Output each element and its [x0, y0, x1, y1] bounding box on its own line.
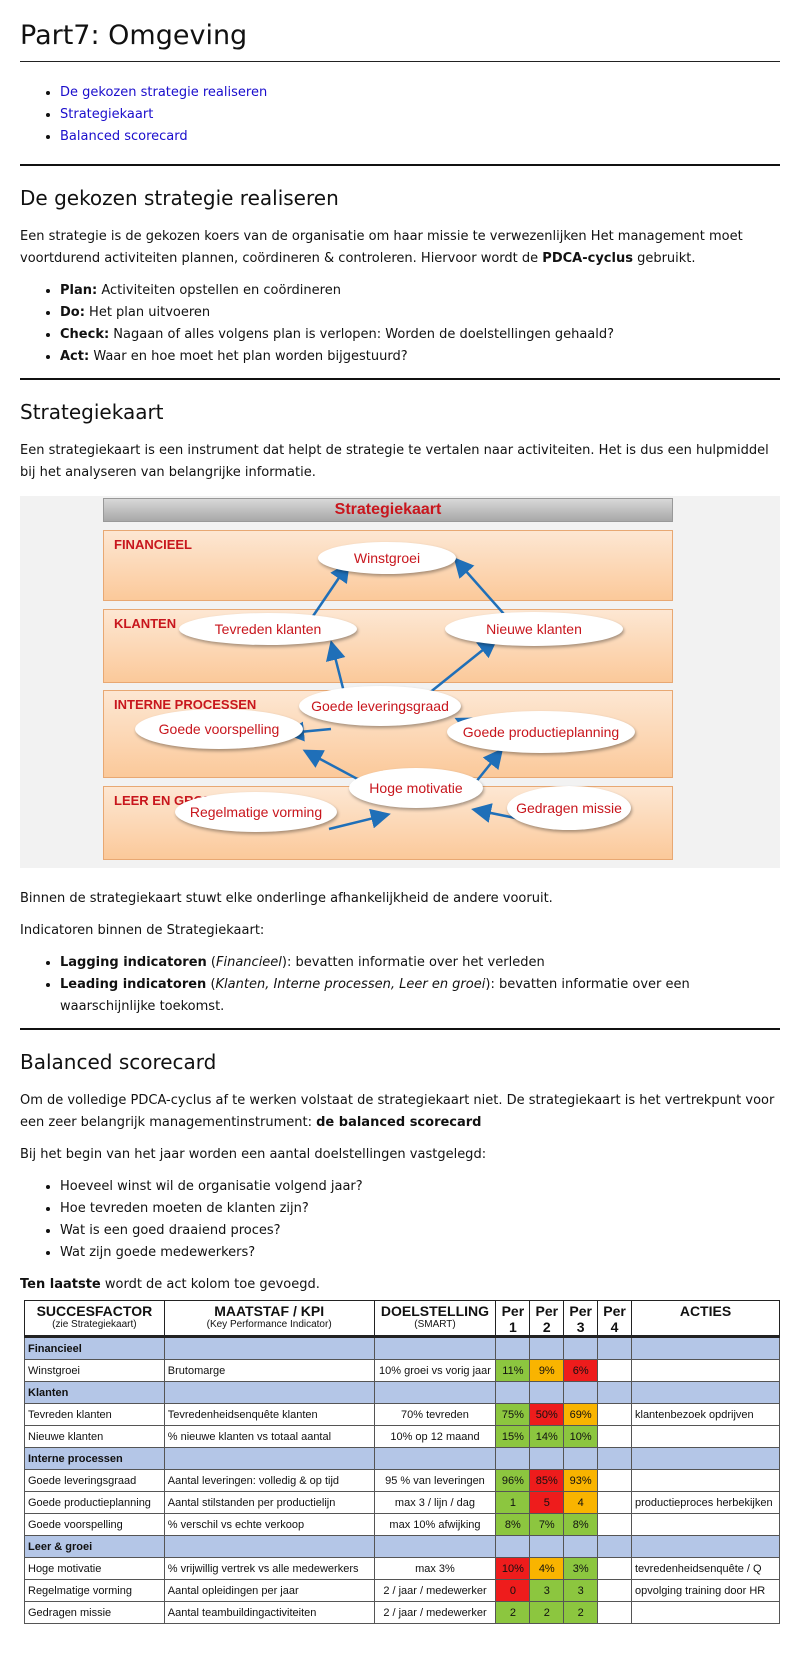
- section-heading-strategie: De gekozen strategie realiseren: [20, 186, 339, 210]
- paragraph: Om de volledige PDCA-cyclus af te werken…: [20, 1093, 775, 1130]
- toc-item: De gekozen strategie realiseren: [60, 82, 780, 104]
- pdca-list: Plan: Activiteiten opstellen en coördine…: [20, 280, 780, 368]
- toc-link-strategiekaart[interactable]: Strategiekaart: [60, 107, 154, 122]
- node-nieuwe-klanten: Nieuwe klanten: [445, 612, 623, 646]
- section-divider: [20, 1028, 780, 1030]
- table-row: Hoge motivatie% vrijwillig vertrek vs al…: [24, 1557, 780, 1580]
- node-winstgroei: Winstgroei: [318, 542, 456, 574]
- category-row: Interne processen: [24, 1447, 780, 1470]
- section-divider: [20, 164, 780, 166]
- balanced-scorecard-table: SUCCESFACTOR(zie Strategiekaart) MAATSTA…: [24, 1300, 780, 1624]
- section-heading-strategiekaart: Strategiekaart: [20, 400, 164, 424]
- category-row: Leer & groei: [24, 1535, 780, 1558]
- toc-link-strategie-realiseren[interactable]: De gekozen strategie realiseren: [60, 85, 268, 100]
- node-goede-productieplanning: Goede productieplanning: [447, 711, 635, 753]
- strategiekaart-figure: Strategiekaart FINANCIEEL KLANTEN INTERN…: [20, 496, 780, 868]
- paragraph: Indicatoren binnen de Strategiekaart:: [20, 923, 265, 938]
- toc-link-balanced-scorecard[interactable]: Balanced scorecard: [60, 129, 188, 144]
- paragraph: Binnen de strategiekaart stuwt elke onde…: [20, 891, 553, 906]
- node-goede-leveringsgraad: Goede leveringsgraad: [299, 686, 461, 726]
- list-item: Do: Het plan uitvoeren: [60, 302, 780, 324]
- node-gedragen-missie: Gedragen missie: [507, 786, 631, 830]
- header-kpi: MAATSTAF / KPI(Key Performance Indicator…: [163, 1300, 375, 1337]
- paragraph: Bij het begin van het jaar worden een aa…: [20, 1147, 487, 1162]
- table-row: Goede voorspelling% verschil vs echte ve…: [24, 1513, 780, 1536]
- indicator-list: Lagging indicatoren (Financieel): bevatt…: [20, 952, 780, 1018]
- paragraph: Een strategiekaart is een instrument dat…: [20, 443, 769, 480]
- list-item: Leading indicatoren (Klanten, Interne pr…: [60, 974, 780, 1018]
- paragraph: Een strategie is de gekozen koers van de…: [20, 229, 743, 266]
- table-of-contents: De gekozen strategie realiseren Strategi…: [20, 82, 780, 148]
- node-goede-voorspelling: Goede voorspelling: [135, 709, 303, 749]
- list-item: Act: Waar en hoe moet het plan worden bi…: [60, 346, 780, 368]
- list-item: Hoe tevreden moeten de klanten zijn?: [60, 1198, 780, 1220]
- list-item: Check: Nagaan of alles volgens plan is v…: [60, 324, 780, 346]
- header-succesfactor: SUCCESFACTOR(zie Strategiekaart): [24, 1300, 165, 1337]
- section-divider: [20, 378, 780, 380]
- node-hoge-motivatie: Hoge motivatie: [349, 768, 483, 808]
- page-title: Part7: Omgeving: [20, 0, 780, 62]
- list-item: Hoeveel winst wil de organisatie volgend…: [60, 1176, 780, 1198]
- toc-item: Balanced scorecard: [60, 126, 780, 148]
- toc-item: Strategiekaart: [60, 104, 780, 126]
- list-item: Wat zijn goede medewerkers?: [60, 1242, 780, 1264]
- list-item: Wat is een goed draaiend proces?: [60, 1220, 780, 1242]
- header-doelstelling: DOELSTELLING(SMART): [373, 1300, 497, 1337]
- list-item: Plan: Activiteiten opstellen en coördine…: [60, 280, 780, 302]
- header-acties: ACTIES: [631, 1300, 780, 1337]
- node-regelmatige-vorming: Regelmatige vorming: [175, 792, 337, 832]
- node-tevreden-klanten: Tevreden klanten: [179, 613, 357, 645]
- paragraph: Ten laatste wordt de act kolom toe gevoe…: [20, 1277, 320, 1292]
- table-header-row: SUCCESFACTOR(zie Strategiekaart) MAATSTA…: [24, 1300, 780, 1337]
- table-row: Nieuwe klanten% nieuwe klanten vs totaal…: [24, 1425, 780, 1448]
- category-row: Klanten: [24, 1381, 780, 1404]
- category-row: Financieel: [24, 1336, 780, 1360]
- doelstellingen-list: Hoeveel winst wil de organisatie volgend…: [20, 1176, 780, 1264]
- section-heading-balanced-scorecard: Balanced scorecard: [20, 1050, 217, 1074]
- list-item: Lagging indicatoren (Financieel): bevatt…: [60, 952, 780, 974]
- map-title: Strategiekaart: [103, 498, 673, 522]
